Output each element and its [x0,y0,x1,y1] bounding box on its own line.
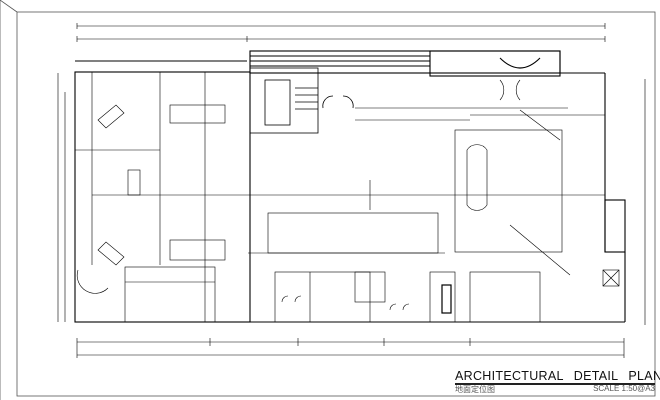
exterior-walls [74,50,626,323]
scale-label: SCALE 1:50@A3 [593,384,655,393]
bottom-dimensions [76,338,625,358]
title-word: DETAIL [573,369,619,383]
side-dimensions [57,73,646,325]
stair-core [249,67,354,134]
title-sub-row: 地面定位图 SCALE 1:50@A3 [455,384,655,395]
top-dimensions [76,23,606,42]
left-rooms [75,72,605,323]
right-rooms [454,79,620,287]
drawing-title: ARCHITECTURAL DETAIL PLAN [455,369,660,385]
bottom-rooms [274,271,541,323]
title-word: ARCHITECTURAL [455,369,564,383]
central-hall [248,107,568,254]
subtitle-chinese: 地面定位图 [455,385,495,394]
title-word: PLAN [628,369,660,383]
